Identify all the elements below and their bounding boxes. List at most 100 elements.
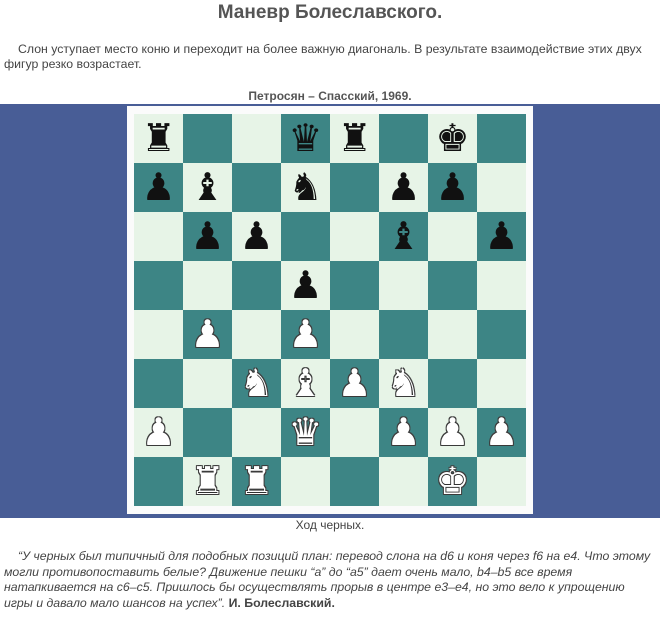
square-a7: ♟ xyxy=(134,163,183,212)
game-caption: Петросян – Спасский, 1969. xyxy=(248,89,412,103)
square-g4 xyxy=(428,310,477,359)
square-d7: ♞ xyxy=(281,163,330,212)
square-h2: ♟ xyxy=(477,408,526,457)
square-d8: ♛ xyxy=(281,114,330,163)
square-c5 xyxy=(232,261,281,310)
square-f8 xyxy=(379,114,428,163)
square-a2: ♟ xyxy=(134,408,183,457)
square-g7: ♟ xyxy=(428,163,477,212)
square-f7: ♟ xyxy=(379,163,428,212)
square-c4 xyxy=(232,310,281,359)
square-b7: ♝ xyxy=(183,163,232,212)
black-pawn-icon: ♟ xyxy=(141,165,176,209)
black-rook-icon: ♜ xyxy=(141,116,176,160)
square-b8 xyxy=(183,114,232,163)
square-d4: ♟ xyxy=(281,310,330,359)
white-pawn-icon: ♟ xyxy=(337,361,372,405)
black-pawn-icon: ♟ xyxy=(288,263,323,307)
square-h3 xyxy=(477,359,526,408)
square-h5 xyxy=(477,261,526,310)
white-rook-icon: ♜ xyxy=(190,459,225,503)
square-c7 xyxy=(232,163,281,212)
chessboard: ♜ ♛ ♜ ♚ ♟ ♝ ♞ ♟ ♟ ♟ ♟ ♝ ♟ ♟ ♟ ♟ ♞ ♝ ♟ ♞ ♟ ♛ ♟ ♟ ♟ ♜ ♜ ♚ xyxy=(134,114,526,506)
square-f4 xyxy=(379,310,428,359)
black-pawn-icon: ♟ xyxy=(190,214,225,258)
square-c8 xyxy=(232,114,281,163)
square-f5 xyxy=(379,261,428,310)
square-f6: ♝ xyxy=(379,212,428,261)
square-a8: ♜ xyxy=(134,114,183,163)
white-pawn-icon: ♟ xyxy=(386,410,421,454)
diagram-caption: Ход черных. xyxy=(295,518,365,532)
black-king-icon: ♚ xyxy=(435,116,470,160)
square-e5 xyxy=(330,261,379,310)
square-e2 xyxy=(330,408,379,457)
white-pawn-icon: ♟ xyxy=(288,312,323,356)
square-a3 xyxy=(134,359,183,408)
black-knight-icon: ♞ xyxy=(288,165,323,209)
square-h8 xyxy=(477,114,526,163)
square-d6 xyxy=(281,212,330,261)
square-b6: ♟ xyxy=(183,212,232,261)
square-f1 xyxy=(379,457,428,506)
square-a5 xyxy=(134,261,183,310)
square-a4 xyxy=(134,310,183,359)
square-c6: ♟ xyxy=(232,212,281,261)
white-knight-icon: ♞ xyxy=(386,361,421,405)
white-pawn-icon: ♟ xyxy=(435,410,470,454)
white-rook-icon: ♜ xyxy=(239,459,274,503)
white-bishop-icon: ♝ xyxy=(288,361,323,405)
square-b2 xyxy=(183,408,232,457)
white-pawn-icon: ♟ xyxy=(141,410,176,454)
square-d2: ♛ xyxy=(281,408,330,457)
quote-paragraph: “У черных был типичный для подобных пози… xyxy=(4,549,656,611)
black-pawn-icon: ♟ xyxy=(435,165,470,209)
black-bishop-icon: ♝ xyxy=(190,165,225,209)
square-b3 xyxy=(183,359,232,408)
black-queen-icon: ♛ xyxy=(288,116,323,160)
page-title: Маневр Болеславского. xyxy=(217,2,443,23)
white-pawn-icon: ♟ xyxy=(190,312,225,356)
square-e6 xyxy=(330,212,379,261)
square-c1: ♜ xyxy=(232,457,281,506)
intro-paragraph: Слон уступает место коню и переходит на … xyxy=(4,42,642,71)
black-pawn-icon: ♟ xyxy=(386,165,421,209)
square-f2: ♟ xyxy=(379,408,428,457)
white-king-icon: ♚ xyxy=(435,459,470,503)
square-b5 xyxy=(183,261,232,310)
white-queen-icon: ♛ xyxy=(288,410,323,454)
square-d1 xyxy=(281,457,330,506)
square-g8: ♚ xyxy=(428,114,477,163)
white-pawn-icon: ♟ xyxy=(484,410,519,454)
square-e7 xyxy=(330,163,379,212)
square-e8: ♜ xyxy=(330,114,379,163)
square-d3: ♝ xyxy=(281,359,330,408)
square-e4 xyxy=(330,310,379,359)
square-g1: ♚ xyxy=(428,457,477,506)
black-bishop-icon: ♝ xyxy=(386,214,421,258)
black-pawn-icon: ♟ xyxy=(484,214,519,258)
square-b1: ♜ xyxy=(183,457,232,506)
square-h6: ♟ xyxy=(477,212,526,261)
square-g3 xyxy=(428,359,477,408)
square-h7 xyxy=(477,163,526,212)
square-g5 xyxy=(428,261,477,310)
black-pawn-icon: ♟ xyxy=(239,214,274,258)
quote-text: “У черных был типичный для подобных пози… xyxy=(4,549,651,610)
square-h1 xyxy=(477,457,526,506)
square-c2 xyxy=(232,408,281,457)
square-a1 xyxy=(134,457,183,506)
square-a6 xyxy=(134,212,183,261)
square-h4 xyxy=(477,310,526,359)
square-e3: ♟ xyxy=(330,359,379,408)
black-rook-icon: ♜ xyxy=(337,116,372,160)
square-b4: ♟ xyxy=(183,310,232,359)
white-knight-icon: ♞ xyxy=(239,361,274,405)
square-d5: ♟ xyxy=(281,261,330,310)
square-e1 xyxy=(330,457,379,506)
quote-author: И. Болеславский. xyxy=(228,595,335,610)
square-c3: ♞ xyxy=(232,359,281,408)
square-g6 xyxy=(428,212,477,261)
square-g2: ♟ xyxy=(428,408,477,457)
square-f3: ♞ xyxy=(379,359,428,408)
